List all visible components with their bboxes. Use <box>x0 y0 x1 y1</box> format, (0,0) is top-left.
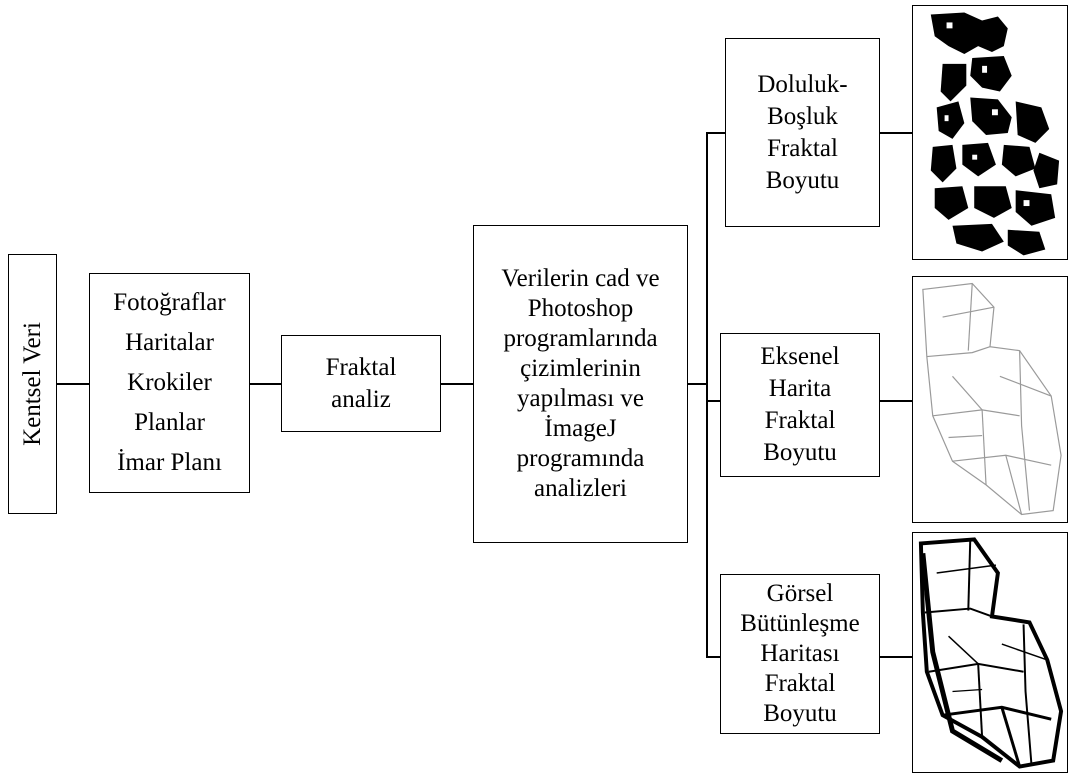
connector-fraktal-process <box>441 383 473 385</box>
branch-to-output-3 <box>706 656 720 658</box>
source-item: Haritalar <box>125 329 214 356</box>
process-line: analizleri <box>534 475 627 502</box>
connector-output-3-image <box>880 656 912 658</box>
output-line: Boşluk <box>767 102 838 130</box>
output-line: Boyutu <box>763 439 837 466</box>
output-gorsel-box: Görsel Bütünleşme Haritası Fraktal Boyut… <box>720 574 880 734</box>
connector-kentsel-sources <box>57 383 89 385</box>
process-line: İmageJ <box>544 415 617 442</box>
figure-ground-map-image <box>912 5 1068 260</box>
branch-vertical <box>706 132 708 657</box>
source-item: Planlar <box>134 409 205 436</box>
process-line: Verilerin cad ve <box>501 265 660 292</box>
kentsel-veri-label: Kentsel Veri <box>18 322 46 446</box>
output-line: Harita <box>768 375 832 402</box>
connector-sources-fraktal <box>250 383 281 385</box>
connector-output-2-image <box>880 400 912 402</box>
visibility-integration-map-graphic <box>918 537 1064 769</box>
process-line: yapılması ve <box>516 385 645 412</box>
source-item: Fotoğraflar <box>113 289 226 316</box>
process-box: Verilerin cad ve Photoshop programlarınd… <box>473 225 688 543</box>
branch-to-output-1 <box>706 132 725 134</box>
fraktal-analiz-box: Fraktal analiz <box>281 335 441 432</box>
fraktal-analiz-line: analiz <box>331 385 391 413</box>
axial-map-graphic <box>922 282 1062 516</box>
output-line: Haritası <box>760 640 840 667</box>
output-line: Doluluk- <box>757 70 848 98</box>
sources-box: Fotoğraflar Haritalar Krokiler Planlar İ… <box>89 273 250 493</box>
branch-to-output-2 <box>706 400 720 402</box>
axial-map-image <box>912 276 1068 523</box>
output-line: Fraktal <box>764 407 836 434</box>
output-eksenel-box: Eksenel Harita Fraktal Boyutu <box>720 333 880 477</box>
process-line: programlarında <box>503 325 658 352</box>
connector-process-branch <box>688 383 707 385</box>
output-line: Boyutu <box>765 166 840 194</box>
source-item: Krokiler <box>127 369 212 396</box>
output-line: Görsel <box>766 580 834 607</box>
process-line: programında <box>516 445 645 472</box>
figure-ground-map-graphic <box>930 12 1060 256</box>
output-doluluk-box: Doluluk- Boşluk Fraktal Boyutu <box>725 38 880 227</box>
visibility-integration-map-image <box>912 532 1068 773</box>
process-line: Photoshop <box>527 295 634 322</box>
process-line: çizimlerinin <box>520 355 641 382</box>
source-item: İmar Planı <box>117 449 222 476</box>
connector-output-1-image <box>880 132 912 134</box>
output-line: Fraktal <box>764 670 836 697</box>
kentsel-veri-box: Kentsel Veri <box>8 254 57 514</box>
fraktal-analiz-line: Fraktal <box>325 353 397 381</box>
output-line: Boyutu <box>763 700 837 727</box>
output-line: Eksenel <box>760 343 840 370</box>
output-line: Bütünleşme <box>740 610 860 637</box>
output-line: Fraktal <box>767 134 838 162</box>
